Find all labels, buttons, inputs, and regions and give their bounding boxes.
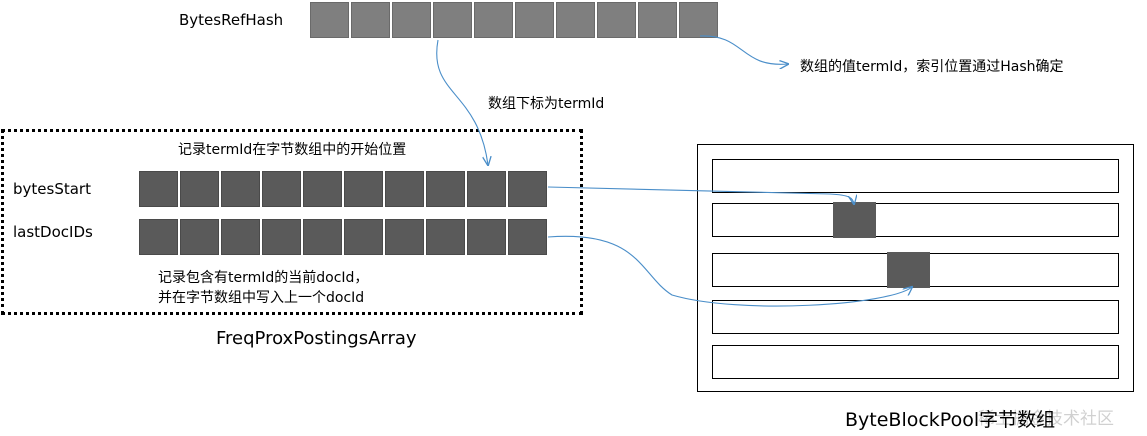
pool-doc-block (887, 252, 930, 288)
pool-start-block (833, 202, 876, 238)
array-cell (467, 171, 506, 207)
array-cell (597, 2, 636, 38)
pool-slot (712, 345, 1119, 379)
array-cell (303, 219, 342, 255)
start-note: 记录termId在字节数组中的开始位置 (178, 142, 407, 158)
freq-prox-title: FreqProxPostingsArray (216, 328, 417, 349)
array-cell (392, 2, 431, 38)
last-doc-to-pool-arrow (547, 235, 912, 307)
array-cell (638, 2, 677, 38)
last-doc-ids-label: lastDocIDs (13, 223, 93, 241)
hash-to-bytes-start-arrow (436, 39, 488, 165)
bytes-start-array (139, 171, 549, 207)
array-cell (474, 2, 513, 38)
hash-note: 数组的值termId，索引位置通过Hash确定 (800, 59, 1064, 75)
bytes-ref-hash-label: BytesRefHash (179, 11, 284, 29)
array-cell (221, 171, 260, 207)
array-cell (139, 219, 178, 255)
array-cell (262, 171, 301, 207)
bytes-start-to-pool-arrow (547, 186, 854, 204)
array-cell (679, 2, 718, 38)
array-cell (303, 171, 342, 207)
last-doc-ids-array (139, 219, 549, 255)
array-cell (508, 171, 547, 207)
array-cell (426, 219, 465, 255)
array-cell (180, 219, 219, 255)
array-cell (426, 171, 465, 207)
array-cell (515, 2, 554, 38)
array-cell (385, 171, 424, 207)
array-cell (508, 219, 547, 255)
pool-slot (712, 203, 1119, 237)
array-cell (139, 171, 178, 207)
byte-block-pool-title: ByteBlockPool字节数组 (845, 409, 1056, 431)
watermark: 稀土掘金技术社区 (978, 409, 1114, 429)
doc-note-line1: 记录包含有termId的当前docId， (158, 270, 369, 286)
array-cell (344, 219, 383, 255)
array-cell (180, 171, 219, 207)
bytes-start-label: bytesStart (13, 180, 91, 198)
doc-note-line2: 并在字节数组中写入上一个docId (158, 290, 365, 306)
array-cell (310, 2, 349, 38)
array-cell (262, 219, 301, 255)
index-note: 数组下标为termId (488, 96, 605, 112)
hash-to-note-arrow (699, 35, 788, 64)
array-cell (556, 2, 595, 38)
array-cell (467, 219, 506, 255)
array-cell (221, 219, 260, 255)
array-cell (433, 2, 472, 38)
array-cell (344, 171, 383, 207)
pool-slot (712, 159, 1119, 193)
bytes-ref-hash-array (310, 2, 720, 38)
array-cell (385, 219, 424, 255)
array-cell (351, 2, 390, 38)
freq-prox-postings-box (1, 129, 583, 315)
